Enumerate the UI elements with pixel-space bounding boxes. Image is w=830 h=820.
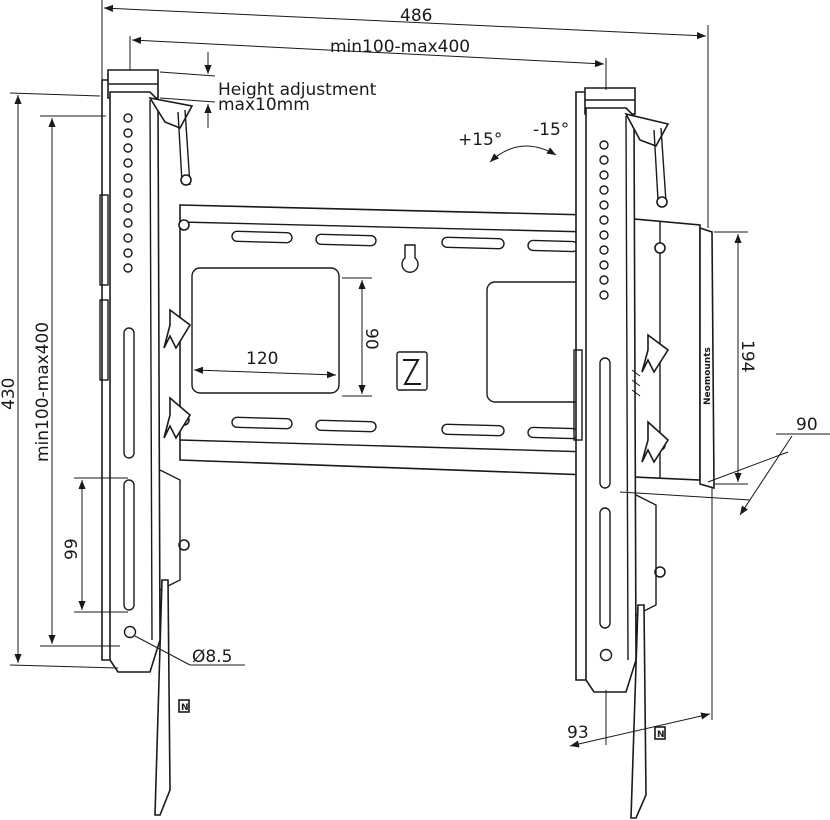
label-vesa-width: min100-max400 (330, 37, 470, 57)
label-wall-plate-height: 90 (361, 328, 381, 350)
label-90-depth: 90 (796, 415, 818, 435)
dimension-wall-plate-height: 90 (342, 277, 381, 397)
label-wall-plate-width: 120 (246, 349, 278, 369)
label-tilt-minus: -15° (533, 120, 569, 140)
dimension-194: 194 (714, 231, 757, 485)
label-93: 93 (567, 723, 589, 743)
mounting-hole (123, 625, 137, 639)
svg-text:N: N (181, 703, 189, 713)
brand-logo (396, 351, 428, 391)
label-hole-spacing: 99 (62, 538, 82, 560)
svg-text:N: N (657, 730, 665, 740)
label-tilt-plus: +15° (458, 130, 502, 150)
label-height-adjust-1: Height adjustment (218, 80, 377, 100)
safety-tag-left (178, 699, 190, 713)
dimension-height-adjust: Height adjustment max10mm (159, 52, 377, 128)
label-height-adjust-2: max10mm (218, 95, 310, 115)
dimension-vesa-height: min100-max400 (33, 115, 120, 647)
left-arm-holes (123, 113, 137, 639)
label-hole-diameter: Ø8.5 (192, 647, 232, 667)
dimension-90-depth: 90 (619, 415, 830, 516)
right-arm-holes (599, 140, 613, 662)
label-total-height: 430 (0, 378, 19, 410)
left-window (191, 267, 340, 394)
dimension-tilt: +15° -15° (458, 120, 569, 163)
label-vesa-height: min100-max400 (33, 322, 53, 462)
label-194: 194 (737, 340, 757, 372)
label-total-width: 486 (400, 6, 432, 26)
dimension-total-width: 486 (101, 0, 709, 228)
left-arm: N (99, 69, 194, 816)
dimension-wall-plate-width: 120 (193, 349, 337, 379)
dimension-vesa-width: min100-max400 (129, 36, 607, 90)
keyhole (401, 244, 419, 273)
dimension-93: 93 (567, 488, 713, 748)
dimension-hole-diameter: Ø8.5 (134, 635, 245, 667)
right-arm: Neomounts N (573, 87, 715, 819)
dimension-hole-spacing: 99 (62, 477, 128, 613)
brand-name: Neomounts (703, 347, 713, 405)
dimension-total-height: 430 (0, 92, 119, 669)
